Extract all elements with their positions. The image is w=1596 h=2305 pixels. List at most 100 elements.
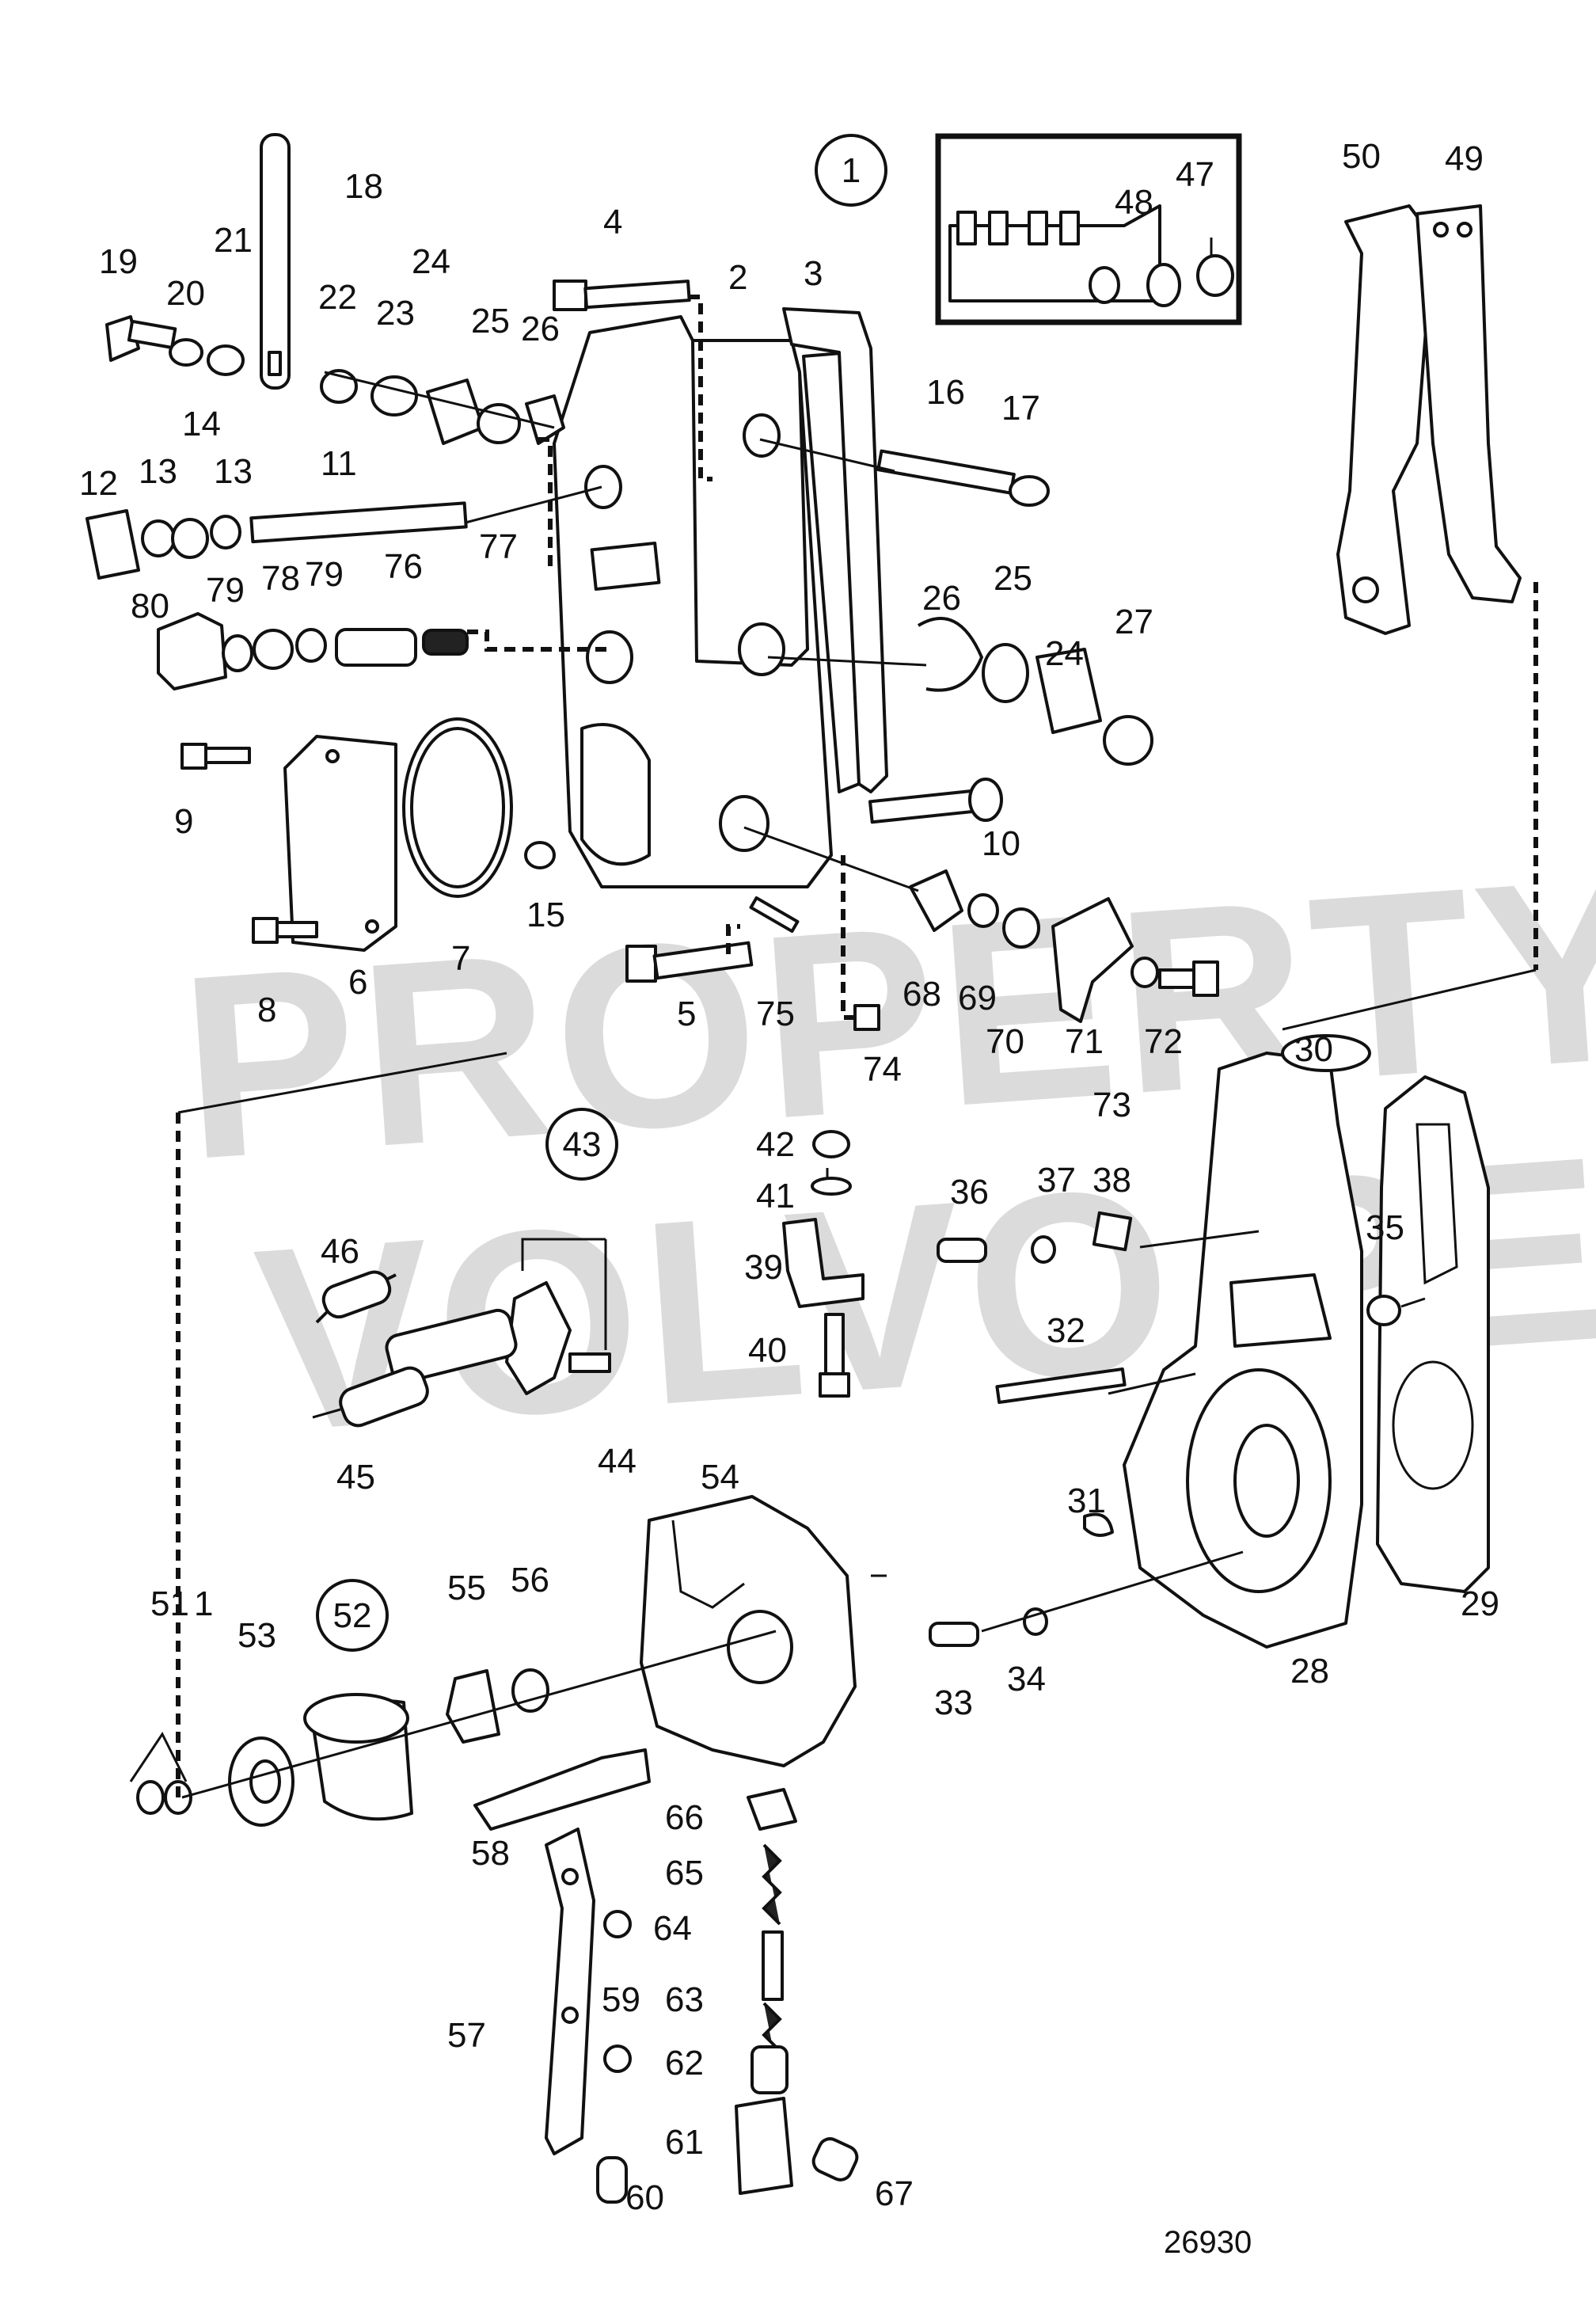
lever-49 <box>1416 204 1522 603</box>
part-label: 80 <box>131 587 169 626</box>
drawing-number: 26930 <box>1164 2225 1252 2260</box>
part-label: 14 <box>182 405 221 443</box>
part-label: 59 <box>602 1980 640 2019</box>
part-label: 63 <box>665 1980 704 2019</box>
part-label: 71 <box>1065 1022 1104 1061</box>
part-label: 20 <box>166 274 205 313</box>
part-label: 32 <box>1047 1311 1085 1350</box>
part-label: 57 <box>447 2016 486 2055</box>
part-label: 24 <box>1045 634 1084 673</box>
part-label: 6 <box>348 963 367 1002</box>
part-label: 7 <box>451 939 470 978</box>
part-label: 29 <box>1461 1584 1499 1623</box>
lever-57 <box>545 1828 595 2155</box>
part-label: 64 <box>653 1909 692 1948</box>
part-label: 44 <box>598 1442 636 1481</box>
part-label: 13 <box>139 452 177 491</box>
part-label: 46 <box>321 1232 359 1271</box>
part-label: 15 <box>526 896 565 934</box>
part-label: 25 <box>994 559 1032 598</box>
part-label: 78 <box>261 559 300 598</box>
connection-lines <box>129 295 1538 1801</box>
part-label: 1 <box>194 1584 213 1623</box>
washer-53 <box>228 1736 294 1827</box>
part-label: 60 <box>625 2178 664 2217</box>
part-label: 69 <box>958 979 997 1017</box>
part-label: 56 <box>511 1561 549 1599</box>
part-label: 67 <box>875 2174 914 2213</box>
plug-30 <box>1281 1034 1371 1072</box>
part-label: 79 <box>206 571 245 610</box>
circled-label-1: 1 <box>842 151 861 190</box>
cover-plate <box>782 307 888 793</box>
part-label: 66 <box>665 1798 704 1837</box>
part-label: 45 <box>336 1458 375 1497</box>
part-label: 2 <box>728 258 747 297</box>
part-label: 13 <box>214 452 253 491</box>
part-label: 34 <box>1007 1660 1046 1698</box>
part-label: 28 <box>1290 1652 1329 1691</box>
part-label: 30 <box>1294 1030 1333 1069</box>
part-label: 53 <box>238 1616 276 1655</box>
lever-18 <box>260 133 291 390</box>
part-label: 33 <box>934 1683 973 1722</box>
inset-detail <box>935 133 1242 325</box>
part-label: 9 <box>174 802 193 841</box>
gasket-29 <box>1376 1075 1490 1593</box>
part-label: 19 <box>99 242 138 281</box>
lever-50 <box>1336 204 1434 635</box>
part-label: 26 <box>521 310 560 348</box>
part-label: 12 <box>79 464 118 503</box>
part-label: 27 <box>1115 603 1153 641</box>
part-label: 68 <box>902 975 941 1014</box>
part-label: 22 <box>318 278 357 317</box>
part-label: 21 <box>214 221 253 260</box>
part-label: 49 <box>1445 139 1484 178</box>
part-label: 25 <box>471 302 510 340</box>
part-label: 70 <box>986 1022 1024 1061</box>
part-label: 50 <box>1342 137 1381 176</box>
circled-label-43: 43 <box>563 1125 602 1164</box>
part-label: 39 <box>744 1248 783 1287</box>
part-label: 16 <box>926 373 965 412</box>
part-label: 75 <box>756 995 795 1033</box>
part-label: 65 <box>665 1854 704 1892</box>
part-label: 4 <box>603 203 622 242</box>
part-label: 36 <box>950 1173 989 1211</box>
part-label: 55 <box>447 1569 486 1607</box>
part-label: 18 <box>344 167 383 206</box>
part-label: 62 <box>665 2044 704 2082</box>
part-label: 42 <box>756 1125 795 1164</box>
part-label: 23 <box>376 294 415 333</box>
bolt-4 <box>553 280 587 311</box>
part-label: 26 <box>922 579 961 618</box>
part-label: 77 <box>479 527 518 566</box>
part-label: 40 <box>748 1331 787 1370</box>
part-label: 72 <box>1144 1022 1183 1061</box>
end-cover <box>283 735 397 952</box>
part-label: 35 <box>1366 1208 1404 1247</box>
part-label: 38 <box>1092 1161 1131 1200</box>
part-label: 3 <box>804 254 823 293</box>
upper-housing <box>553 315 880 888</box>
circled-labels: 1 43 52 <box>316 134 887 1652</box>
part-label: 61 <box>665 2123 704 2162</box>
circled-label-52: 52 <box>333 1596 372 1635</box>
part-labels: 1 2 3 4 5 6 7 8 9 10 11 12 13 13 14 15 1… <box>79 137 1499 2217</box>
o-ring <box>402 717 513 898</box>
part-label: 24 <box>412 242 450 281</box>
part-label: 5 <box>677 995 696 1033</box>
part-label: 54 <box>701 1458 739 1497</box>
part-label: 10 <box>982 824 1020 863</box>
part-label: 47 <box>1176 155 1214 194</box>
part-label: 73 <box>1092 1086 1131 1124</box>
part-label: 51 <box>150 1584 189 1623</box>
part-label: 8 <box>257 991 276 1029</box>
part-label: 48 <box>1115 183 1153 222</box>
part-label: 17 <box>1001 389 1040 428</box>
part-label: 58 <box>471 1834 510 1873</box>
lever-58 <box>473 1748 651 1831</box>
part-label: 79 <box>305 555 344 594</box>
part-label: 41 <box>756 1177 795 1215</box>
